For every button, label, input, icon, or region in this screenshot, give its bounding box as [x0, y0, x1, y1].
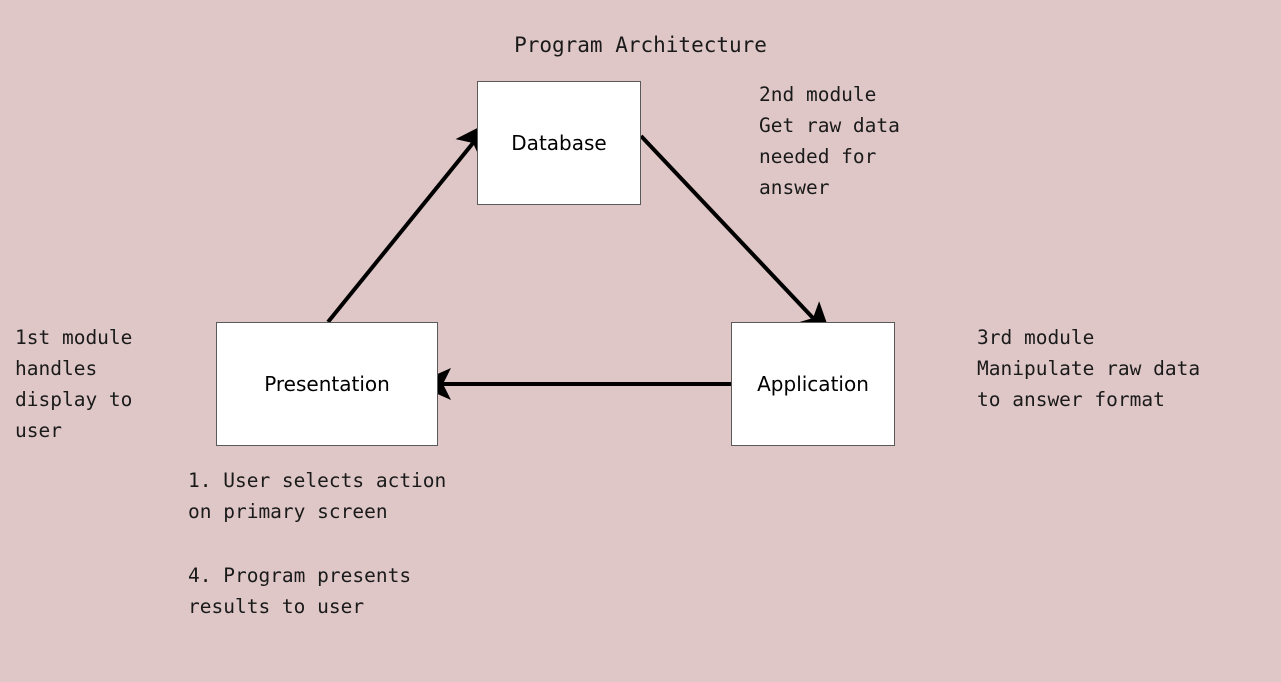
node-database-label: Database	[511, 131, 607, 155]
node-application[interactable]: Application	[731, 322, 895, 446]
note-module2: 2nd module Get raw data needed for answe…	[759, 83, 900, 199]
note-module1: 1st module handles display to user	[15, 326, 133, 442]
node-presentation[interactable]: Presentation	[216, 322, 438, 446]
note-module3: 3rd module Manipulate raw data to answer…	[977, 326, 1201, 411]
node-presentation-label: Presentation	[264, 372, 390, 396]
page-title: Program Architecture	[514, 33, 767, 57]
note-step1: 1. User selects action on primary screen	[188, 469, 447, 523]
note-step4: 4. Program presents results to user	[188, 564, 412, 618]
node-application-label: Application	[757, 372, 869, 396]
edge-presentation-to-database	[326, 121, 491, 324]
node-database[interactable]: Database	[477, 81, 641, 205]
edge-database-to-application	[639, 134, 833, 339]
